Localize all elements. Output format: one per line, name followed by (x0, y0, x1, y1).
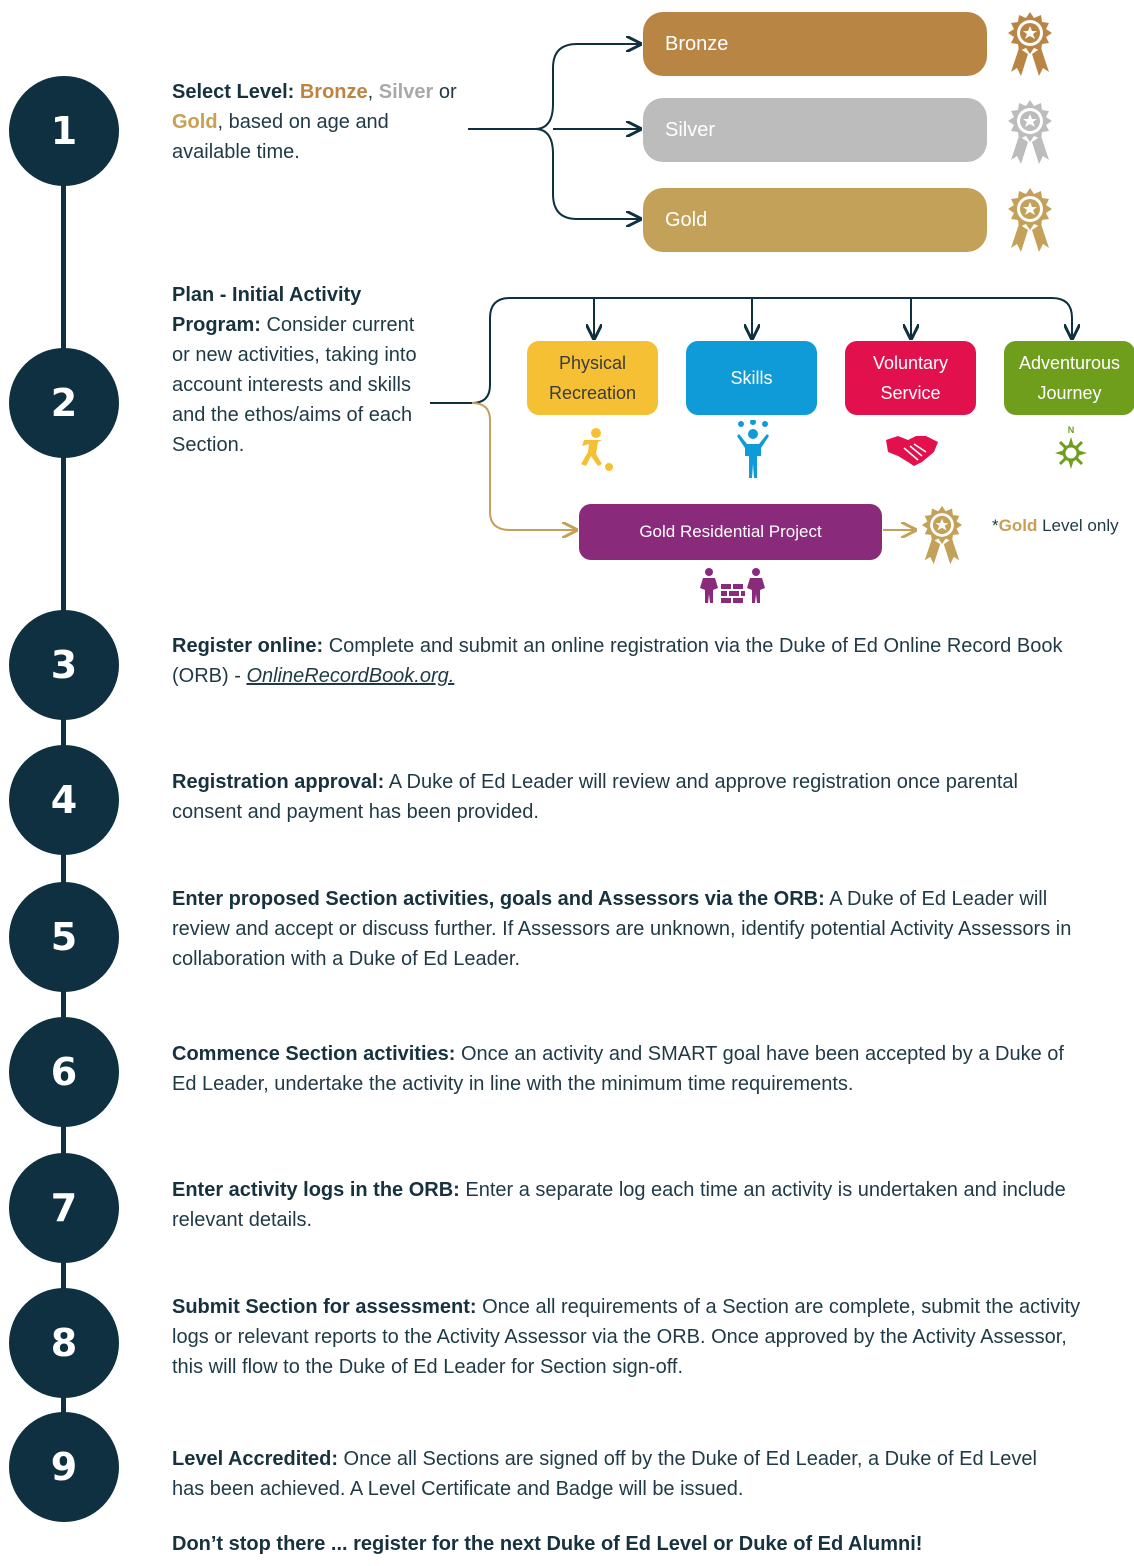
step-5-title: Enter proposed Section activities, goals… (172, 888, 825, 910)
bronze-level-label: Bronze (665, 32, 729, 55)
person-juggling-icon (737, 420, 769, 478)
step-3-body: Complete and submit an online registrati… (172, 635, 1063, 687)
section-physical-label: Physical Recreation (548, 353, 637, 403)
step-4-circle: 4 (9, 745, 119, 855)
gold-note-prefix: * (992, 516, 999, 535)
section-skills-label: Skills (730, 368, 773, 388)
person-kicking-ball-icon (581, 428, 613, 471)
level-connector-bronze (534, 44, 640, 130)
step-7-text: Enter activity logs in the ORB: Enter a … (172, 1175, 1102, 1235)
section-skills[interactable]: Skills (686, 341, 817, 415)
step-5-body: A Duke of Ed Leader will review and acce… (172, 888, 1072, 970)
bronze-award-icon (1008, 12, 1052, 76)
silver-award-icon (1008, 100, 1052, 164)
step-7-title: Enter activity logs in the ORB: (172, 1179, 460, 1201)
level-connector-gold (534, 128, 640, 219)
gold-level-only-note: *Gold Level only (992, 516, 1119, 536)
section-adventurous-label: Adventurous Journey (1018, 353, 1121, 403)
gold-level-pill[interactable]: Gold (643, 188, 987, 252)
handshake-icon (886, 436, 938, 466)
bronze-word: Bronze (299, 81, 368, 103)
separator-comma: , (367, 81, 379, 103)
step-4-title: Registration approval: (172, 771, 385, 793)
bronze-level-pill[interactable]: Bronze (643, 12, 987, 76)
step-9-text: Level Accredited: Once all Sections are … (172, 1444, 1072, 1504)
step-8-circle: 8 (9, 1288, 119, 1398)
step-7-body: Enter a separate log each time an activi… (172, 1179, 1066, 1231)
step-8-body: Once all requirements of a Section are c… (172, 1296, 1081, 1378)
step-7-circle: 7 (9, 1153, 119, 1263)
silver-level-pill[interactable]: Silver (643, 98, 987, 162)
step-6-circle: 6 (9, 1017, 119, 1127)
compass-icon: N (1055, 425, 1087, 469)
step-1-text: Select Level: Bronze, Silver or Gold, ba… (172, 77, 472, 167)
section-connector-trunk (430, 297, 1072, 404)
step-9-circle: 9 (9, 1412, 119, 1522)
gold-note-gold-word: Gold (998, 516, 1038, 535)
gold-project-award-icon (921, 505, 963, 565)
step-3-title: Register online: (172, 635, 324, 657)
step-3-circle: 3 (9, 610, 119, 720)
silver-word: Silver (378, 81, 434, 103)
step-5-circle: 5 (9, 882, 119, 992)
step-2-title: Plan - Initial Activity Program: (172, 284, 362, 336)
section-voluntary-label: Voluntary Service (872, 353, 949, 403)
step-8-title: Submit Section for assessment: (172, 1296, 477, 1318)
step-4-text: Registration approval: A Duke of Ed Lead… (172, 767, 1072, 827)
step-3-text: Register online: Complete and submit an … (172, 631, 1072, 691)
step-5-text: Enter proposed Section activities, goals… (172, 884, 1092, 974)
section-adventurous-journey[interactable]: Adventurous Journey (1004, 341, 1134, 415)
final-call-to-action: Don’t stop there ... register for the ne… (172, 1533, 923, 1555)
step-6-text: Commence Section activities: Once an act… (172, 1039, 1072, 1099)
gold-residential-project-box[interactable]: Gold Residential Project (579, 504, 882, 560)
step-1-body: , based on age and available time. (172, 111, 389, 163)
gold-note-suffix: Level only (1037, 516, 1119, 535)
step-2-text: Plan - Initial Activity Program: Conside… (172, 280, 428, 460)
gold-award-icon (1008, 188, 1052, 252)
step-4-body: A Duke of Ed Leader will review and appr… (172, 771, 1018, 823)
section-voluntary-service[interactable]: Voluntary Service (845, 341, 976, 415)
step-6-body: Once an activity and SMART goal have bee… (172, 1043, 1064, 1095)
step-9-body: Once all Sections are signed off by the … (172, 1448, 1037, 1500)
section-physical-recreation[interactable]: Physical Recreation (527, 341, 658, 415)
step-2-body: Consider current or new activities, taki… (172, 314, 417, 456)
step-1-title: Select Level: (172, 81, 295, 103)
step-8-text: Submit Section for assessment: Once all … (172, 1292, 1092, 1382)
people-building-wall-icon (700, 568, 765, 603)
step-9-title: Level Accredited: (172, 1448, 338, 1470)
step-1-circle: 1 (9, 76, 119, 186)
gold-level-label: Gold (665, 208, 708, 231)
gold-word: Gold (172, 111, 218, 133)
gold-project-connector (471, 402, 576, 530)
step-6-title: Commence Section activities: (172, 1043, 456, 1065)
svg-text:N: N (1068, 425, 1075, 435)
gold-project-label: Gold Residential Project (639, 522, 822, 541)
step-2-circle: 2 (9, 348, 119, 458)
separator-or: or (433, 81, 457, 103)
orb-website-link[interactable]: OnlineRecordBook.org. (246, 665, 455, 687)
connector-lines (430, 0, 1134, 620)
silver-level-label: Silver (665, 118, 716, 141)
